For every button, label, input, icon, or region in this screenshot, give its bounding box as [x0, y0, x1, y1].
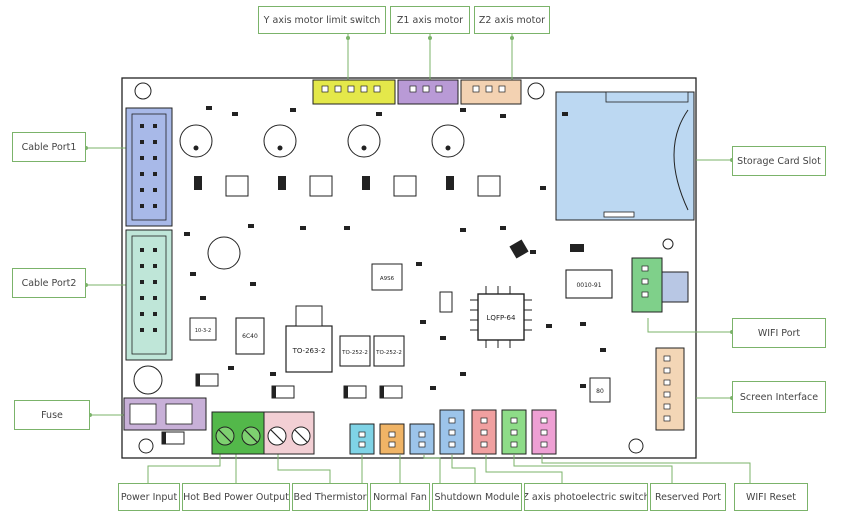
to252b-label: TO-252-2: [375, 350, 402, 356]
label-cable-port-1: Cable Port1: [12, 132, 86, 162]
to252a-label: TO-252-2: [341, 350, 368, 356]
label-wifi-port: WIFI Port: [732, 318, 826, 348]
label-reserved-port: Reserved Port: [650, 483, 726, 511]
leader-lines: [86, 34, 751, 483]
label-hot-bed-power-output: Hot Bed Power Output: [182, 483, 290, 511]
ferrite: [509, 239, 584, 259]
label-normal-fan: Normal Fan: [370, 483, 430, 511]
mcu-label: LQFP-64: [487, 314, 516, 322]
label-cable-port-2: Cable Port2: [12, 268, 86, 298]
ic-small-label: A9S6: [380, 276, 395, 282]
mount-holes: [134, 82, 674, 454]
cable-port-pins: [140, 124, 157, 332]
mcu-chip: [477, 293, 525, 341]
z1-connector: [397, 79, 459, 105]
to263-package: [285, 325, 333, 373]
label-fuse: Fuse: [14, 400, 90, 430]
lm-label: 10-3-2: [195, 328, 211, 334]
label-power-input: Power Input: [118, 483, 180, 511]
to252-package-a: [339, 335, 371, 367]
cable-port-1: [125, 107, 173, 227]
cable-port-2: [125, 229, 173, 361]
driver-chips: [225, 175, 501, 197]
label-bed-thermistor: Bed Thermistor: [292, 483, 368, 511]
sot-label: 6C40: [242, 333, 258, 340]
ic-right-label: 0010-91: [576, 282, 601, 289]
lm-package: [189, 317, 217, 341]
label-z1-motor: Z1 axis motor: [390, 6, 470, 34]
ic-right: [565, 269, 613, 299]
pin-package: [589, 377, 611, 403]
sot-package: [235, 317, 265, 355]
label-screen-interface: Screen Interface: [732, 381, 826, 413]
label-wifi-reset: WIFI Reset: [734, 483, 808, 511]
label-z-photoelectric-switch: Z axis photoelectric switch: [524, 483, 648, 511]
label-y-limit-switch: Y axis motor limit switch: [258, 6, 386, 34]
to252-package-b: [373, 335, 405, 367]
small-components: [184, 106, 606, 390]
to263-label: TO-263-2: [292, 347, 326, 355]
shutdown-module-connector: [409, 423, 435, 455]
bed-thermistor-connector: [349, 423, 375, 455]
label-z2-motor: Z2 axis motor: [474, 6, 550, 34]
ic-small: [371, 263, 403, 291]
capacitors: [133, 124, 465, 395]
sd-card-slot: [555, 91, 695, 221]
pin-label: 80: [596, 388, 604, 395]
label-storage-card-slot: Storage Card Slot: [732, 146, 826, 176]
normal-fan-connector: [379, 423, 405, 455]
label-shutdown-module: Shutdown Module: [432, 483, 522, 511]
